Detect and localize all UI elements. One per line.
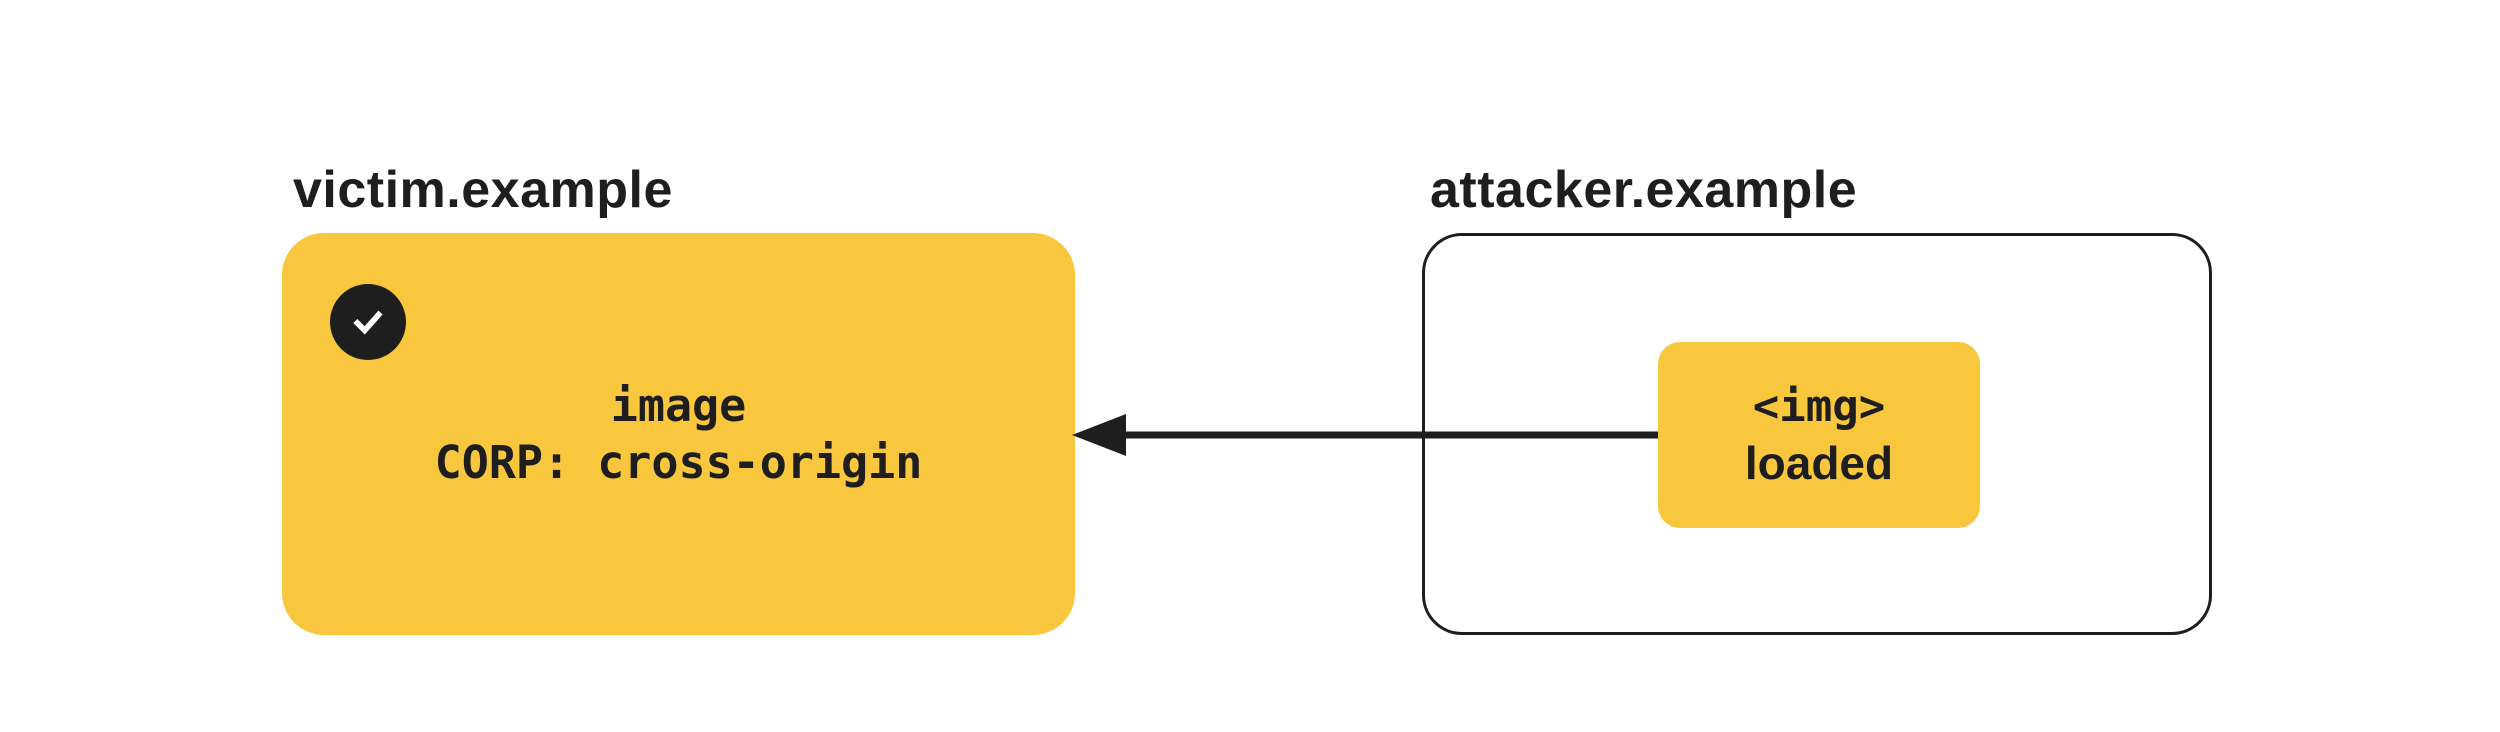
victim-domain-label: victim.example: [293, 161, 673, 219]
request-arrow: [1072, 414, 1658, 456]
loaded-status-label: loaded: [1744, 437, 1894, 489]
check-icon: [353, 310, 383, 335]
attacker-page-box: <img> loaded: [1422, 233, 2212, 635]
attacker-domain-label: attacker.example: [1430, 161, 1858, 219]
resource-type-label: image: [610, 379, 747, 432]
img-tag-label: <img>: [1752, 381, 1886, 432]
victim-resource-box: image CORP: cross-origin: [282, 233, 1075, 635]
corp-header-label: CORP: cross-origin: [434, 436, 923, 489]
allowed-badge: [330, 284, 406, 360]
img-request-box: <img> loaded: [1658, 342, 1980, 528]
